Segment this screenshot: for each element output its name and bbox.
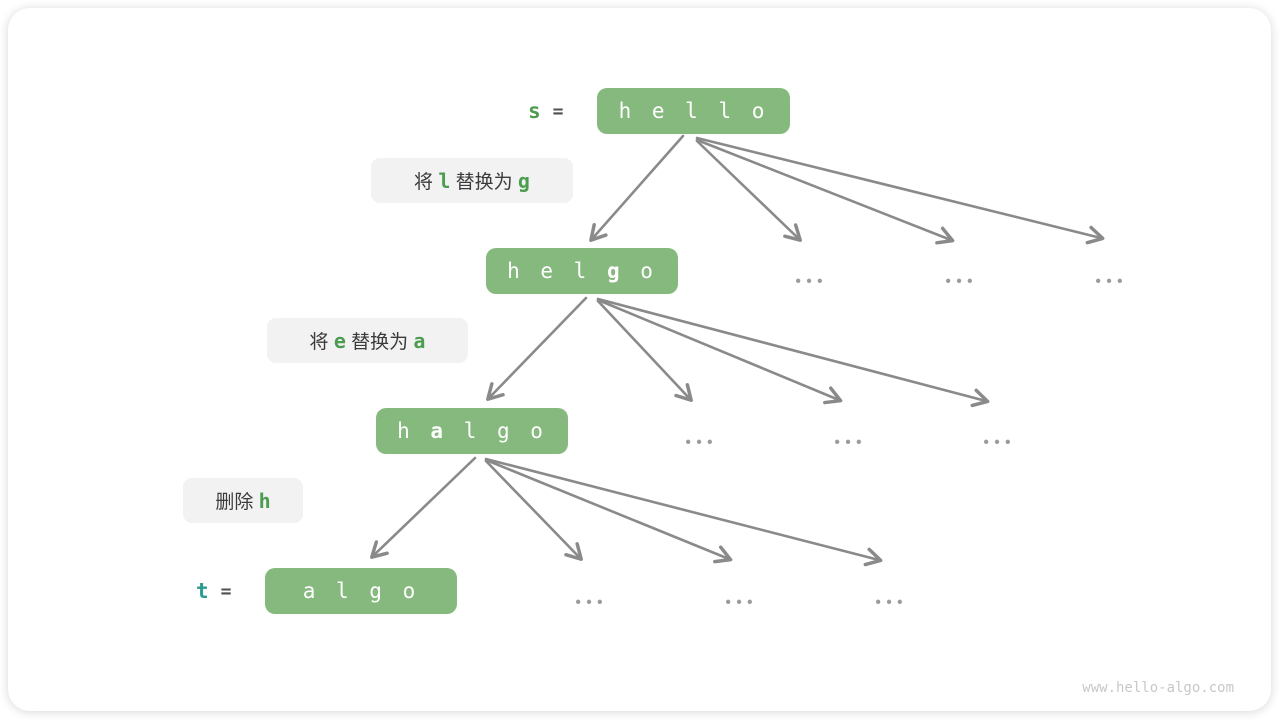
string-node-hello: h e l l o	[597, 88, 790, 134]
equals-sign: =	[220, 580, 232, 602]
variable-t-label: t =	[196, 568, 232, 614]
string-node-halgo: h a l g o	[376, 408, 568, 454]
node-text: l g o	[447, 419, 547, 443]
op-text: 替换为	[450, 172, 518, 193]
operation-label-replace-l-g: 将 l 替换为 g	[371, 158, 573, 203]
ellipsis-node: •••	[1093, 272, 1127, 291]
op-text: 删除	[215, 492, 259, 513]
ellipsis-node: •••	[943, 272, 977, 291]
node-text: h e l l o	[618, 99, 769, 123]
op-text: 将	[309, 332, 334, 353]
op-char: e	[333, 328, 346, 353]
string-node-algo: a l g o	[265, 568, 457, 614]
op-char: l	[438, 168, 451, 193]
operation-label-delete-h: 删除 h	[183, 478, 303, 523]
ellipsis-node: •••	[832, 433, 866, 452]
ellipsis-node: •••	[793, 272, 827, 291]
op-text: 替换为	[345, 332, 414, 353]
op-char: a	[413, 328, 426, 353]
node-text: h e l	[507, 259, 607, 283]
variable-s-label: s =	[528, 88, 564, 134]
node-changed-char: g	[606, 259, 624, 283]
equals-sign: =	[552, 100, 564, 122]
op-text: 将	[414, 172, 439, 193]
ellipsis-node: •••	[723, 593, 757, 612]
operation-label-replace-e-a: 将 e 替换为 a	[267, 318, 468, 363]
variable-t: t	[196, 579, 209, 603]
ellipsis-node: •••	[981, 433, 1015, 452]
node-text: o	[623, 259, 657, 283]
ellipsis-node: •••	[573, 593, 607, 612]
variable-s: s	[528, 99, 541, 123]
site-watermark: www.hello-algo.com	[1082, 680, 1234, 696]
node-changed-char: a	[430, 419, 448, 443]
op-char: h	[258, 488, 271, 513]
op-char: g	[517, 168, 530, 193]
node-text: a l g o	[302, 579, 420, 603]
string-node-helgo: h e l g o	[486, 248, 678, 294]
ellipsis-node: •••	[873, 593, 907, 612]
ellipsis-node: •••	[683, 433, 717, 452]
node-text: h	[397, 419, 431, 443]
